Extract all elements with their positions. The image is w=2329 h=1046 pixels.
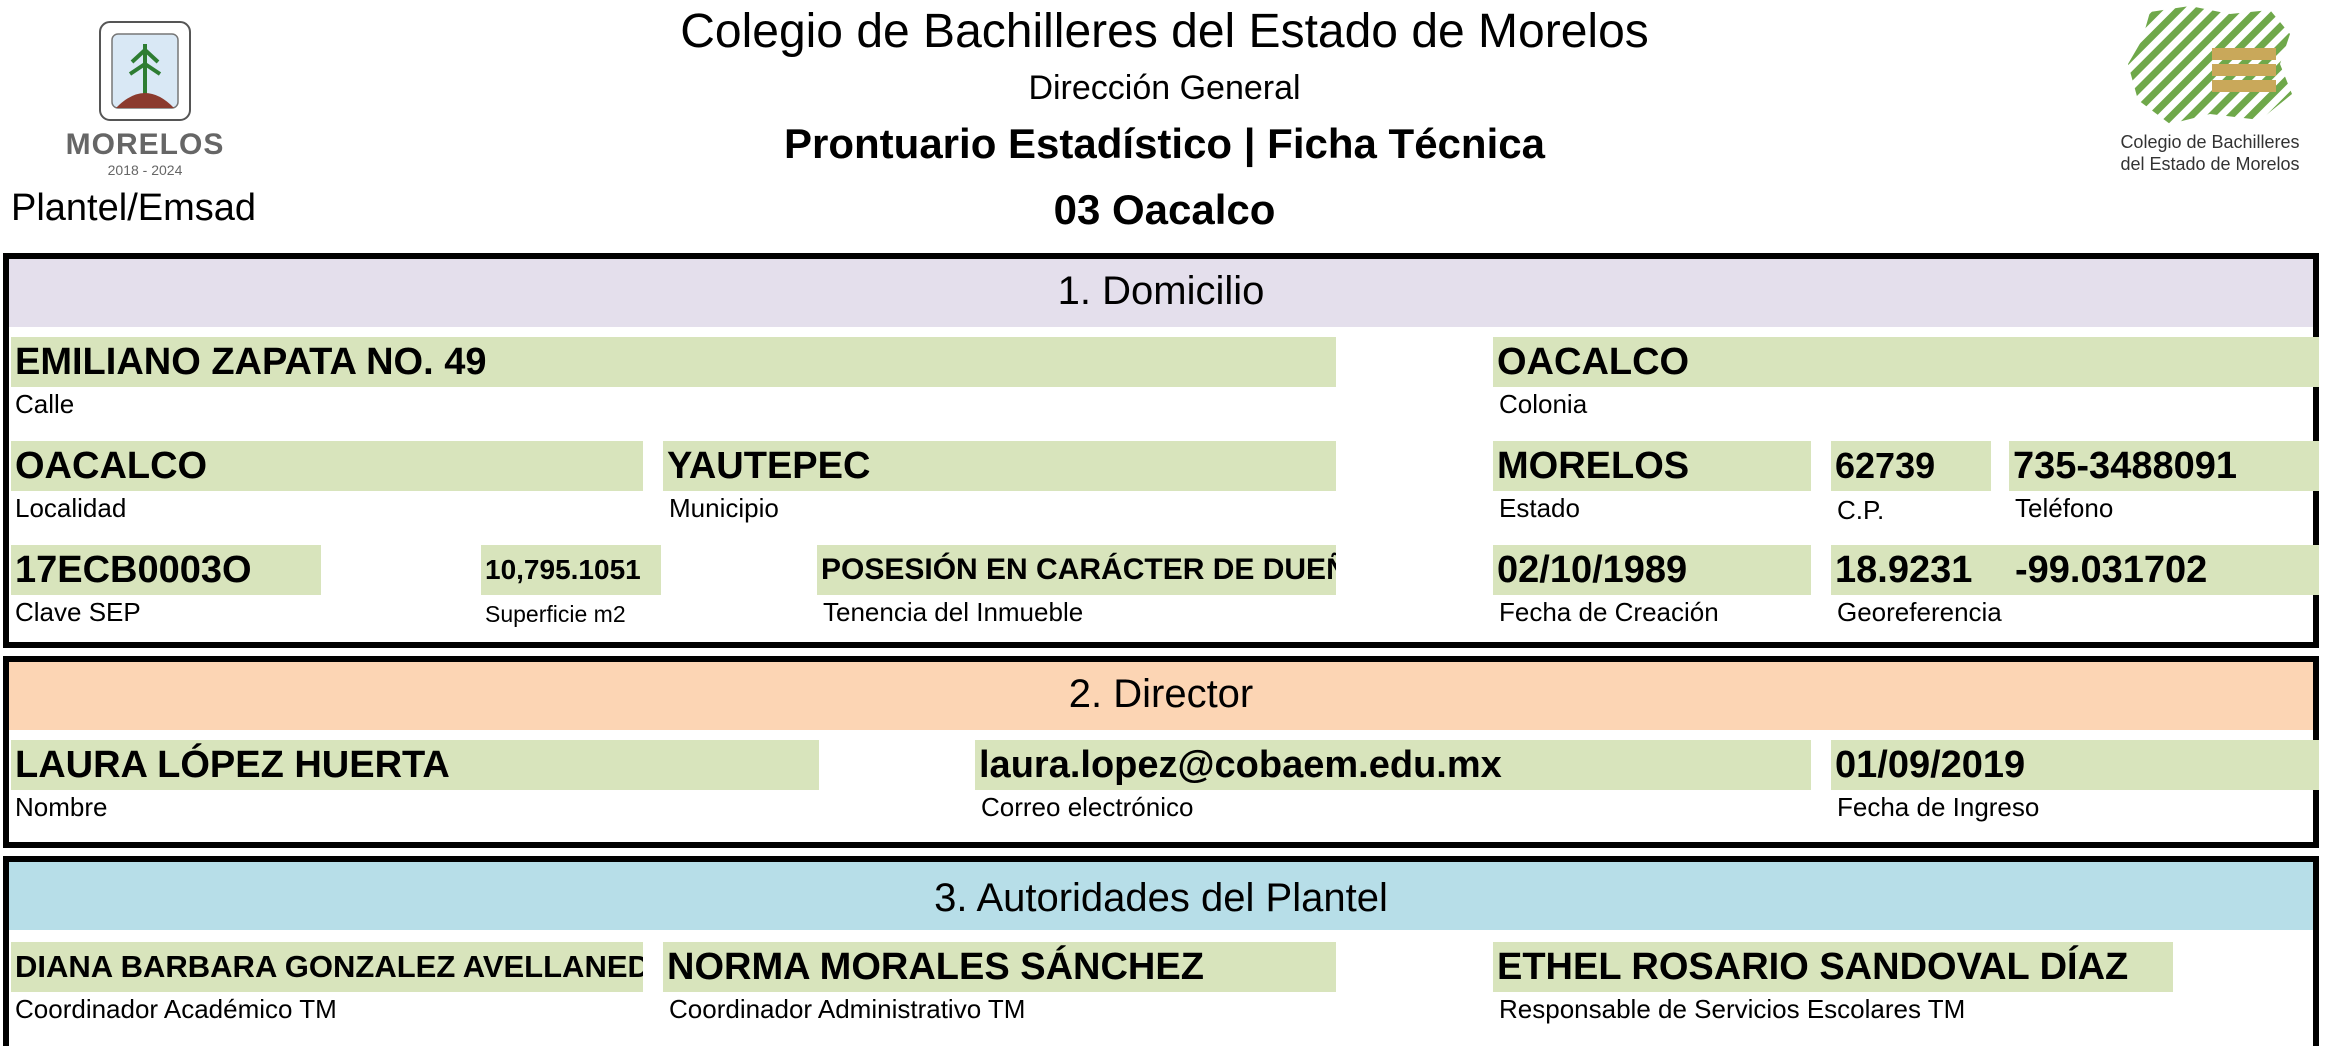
municipio-value: YAUTEPEC	[663, 441, 1336, 491]
localidad-value: OACALCO	[11, 441, 643, 491]
cp-value: 62739	[1831, 441, 1991, 491]
director-nombre-value: LAURA LÓPEZ HUERTA	[11, 740, 819, 790]
director-fecha-ingreso-label: Fecha de Ingreso	[1837, 792, 2040, 822]
servicios-escolares-label: Responsable de Servicios Escolares TM	[1499, 994, 1966, 1024]
director-fecha-ingreso-value: 01/09/2019	[1831, 740, 2319, 790]
telefono-value: 735-3488091	[2009, 441, 2319, 491]
report-title: Prontuario Estadístico | Ficha Técnica	[784, 120, 1545, 167]
clave-sep-value: 17ECB0003O	[11, 545, 321, 595]
fecha-creacion-value: 02/10/1989	[1493, 545, 1811, 595]
director-correo-label: Correo electrónico	[981, 792, 1194, 822]
morelos-logo-period: 2018 - 2024	[107, 162, 183, 178]
autoridades-heading: 3. Autoridades del Plantel	[9, 862, 2313, 930]
autoridades-section: 3. Autoridades del Plantel DIANA BARBARA…	[3, 856, 2319, 1046]
cobaem-map-icon	[2128, 6, 2292, 124]
latitud-value: 18.9231	[1831, 545, 2011, 595]
director-nombre-label: Nombre	[15, 792, 108, 822]
localidad-label: Localidad	[15, 493, 127, 523]
colonia-label: Colonia	[1499, 389, 1588, 419]
plantel-name: 03 Oacalco	[1053, 186, 1276, 233]
municipio-label: Municipio	[669, 493, 779, 523]
superficie-label: Superficie m2	[485, 601, 626, 627]
estado-value: MORELOS	[1493, 441, 1811, 491]
coordinador-administrativo-value: NORMA MORALES SÁNCHEZ	[663, 942, 1336, 992]
tenencia-value: POSESIÓN EN CARÁCTER DE DUEÑO	[817, 545, 1336, 595]
superficie-value: 10,795.1051	[481, 545, 661, 595]
clave-sep-label: Clave SEP	[15, 597, 141, 627]
calle-value: EMILIANO ZAPATA NO. 49	[11, 337, 1336, 387]
coordinador-administrativo-label: Coordinador Administrativo TM	[669, 994, 1026, 1024]
domicilio-section: 1. Domicilio EMILIANO ZAPATA NO. 49 Call…	[3, 253, 2319, 648]
morelos-logo: MORELOS 2018 - 2024	[60, 18, 230, 178]
director-heading: 2. Director	[9, 662, 2313, 730]
page-subtitle: Dirección General	[1028, 69, 1301, 107]
estado-label: Estado	[1499, 493, 1580, 523]
georeferencia-label: Georeferencia	[1837, 597, 2002, 627]
fecha-creacion-label: Fecha de Creación	[1499, 597, 1719, 627]
coordinador-academico-label: Coordinador Académico TM	[15, 994, 337, 1024]
cp-label: C.P.	[1837, 495, 1885, 525]
director-section: 2. Director LAURA LÓPEZ HUERTA Nombre la…	[3, 656, 2319, 848]
cobaem-logo-line1: Colegio de Bachilleres	[2120, 132, 2300, 152]
morelos-logo-name: MORELOS	[65, 128, 225, 161]
morelos-seal-icon	[99, 21, 191, 121]
director-correo-value: laura.lopez@cobaem.edu.mx	[975, 740, 1811, 790]
page-title: Colegio de Bachilleres del Estado de Mor…	[680, 5, 1649, 58]
coordinador-academico-value: DIANA BARBARA GONZALEZ AVELLANEDA	[11, 942, 643, 992]
longitud-value: -99.031702	[2011, 545, 2319, 595]
domicilio-heading: 1. Domicilio	[9, 259, 2313, 327]
cobaem-logo: Colegio de Bachilleres del Estado de Mor…	[2100, 4, 2320, 176]
plantel-label: Plantel/Emsad	[11, 187, 257, 229]
colonia-value: OACALCO	[1493, 337, 2319, 387]
calle-label: Calle	[15, 389, 75, 419]
cobaem-logo-line2: del Estado de Morelos	[2120, 154, 2300, 174]
telefono-label: Teléfono	[2015, 493, 2114, 523]
servicios-escolares-value: ETHEL ROSARIO SANDOVAL DÍAZ	[1493, 942, 2173, 992]
tenencia-label: Tenencia del Inmueble	[823, 597, 1084, 627]
